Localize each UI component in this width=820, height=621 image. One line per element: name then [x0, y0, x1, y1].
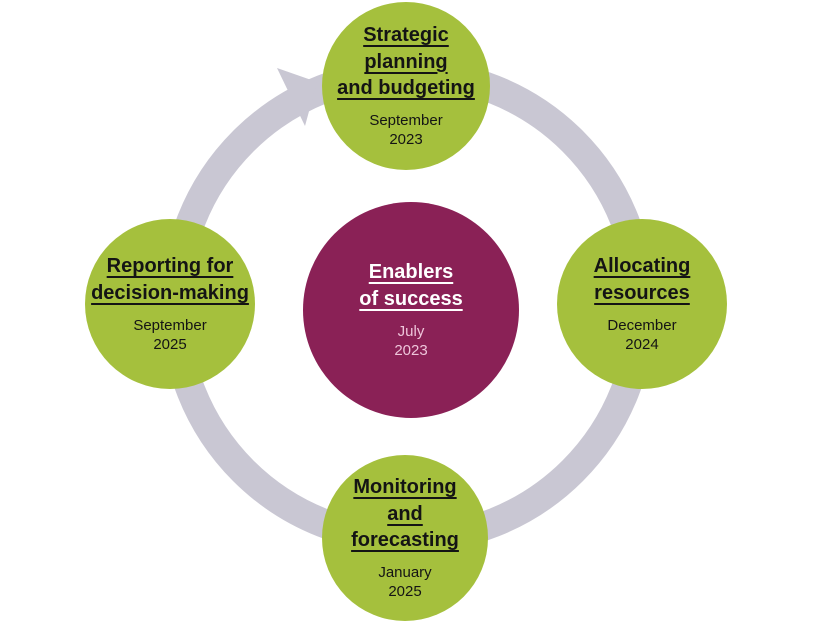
arrow-head-icon [277, 68, 317, 126]
stage-title: Strategic planning and budgeting [337, 24, 475, 100]
stage-date: September 2023 [369, 111, 443, 149]
stage-circle-reporting-decision-making: Reporting for decision-making September … [85, 219, 255, 389]
stage-title: Reporting for decision-making [91, 255, 249, 304]
center-title: Enablers of success [359, 261, 463, 310]
stage-circle-monitoring-forecasting: Monitoring and forecasting January 2025 [322, 455, 488, 621]
stage-title: Allocating resources [593, 255, 691, 304]
center-date: July 2023 [394, 322, 428, 360]
stage-date: January 2025 [378, 563, 432, 601]
center-circle-enablers-of-success: Enablers of success July 2023 [303, 202, 519, 418]
stage-title: Monitoring and forecasting [351, 476, 459, 552]
stage-date: September 2025 [133, 316, 207, 354]
stage-circle-strategic-planning: Strategic planning and budgeting Septemb… [322, 2, 490, 170]
stage-circle-allocating-resources: Allocating resources December 2024 [557, 219, 727, 389]
stage-date: December 2024 [607, 316, 677, 354]
